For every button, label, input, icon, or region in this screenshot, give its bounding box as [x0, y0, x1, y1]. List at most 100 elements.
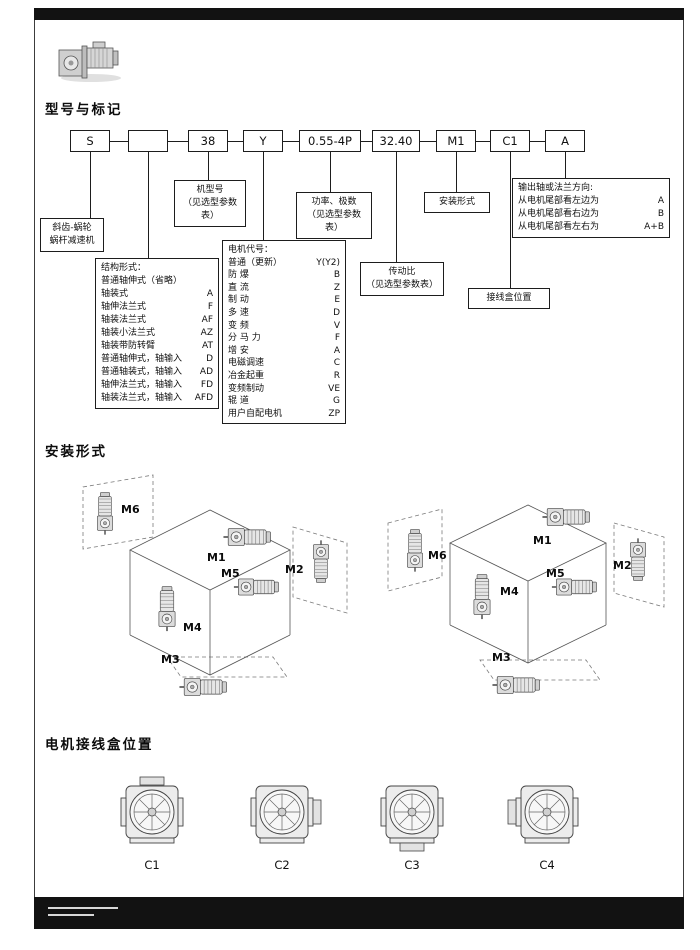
terminal-position-label: C3 — [404, 858, 420, 872]
model-code-box-motor: Y — [243, 130, 283, 152]
callout-line: （见选型参数表） — [306, 210, 361, 233]
mounting-label-m5: M5 — [546, 567, 565, 580]
mounting-label-m6: M6 — [428, 549, 447, 562]
callout-line: 蜗杆减速机 — [49, 236, 95, 246]
leader-line — [330, 152, 331, 192]
row-label: 轴装法兰式，轴输入 — [101, 393, 183, 403]
header-bar — [34, 8, 684, 20]
connector-line — [530, 141, 545, 142]
row-code: R — [333, 370, 340, 381]
mounting-label-m1: M1 — [207, 551, 226, 564]
terminal-position-label: C1 — [144, 858, 160, 872]
row-label: 变 频 — [228, 320, 249, 331]
section-title-terminal: 电机接线盒位置 — [45, 737, 154, 753]
row-label: 轴装法兰式 — [101, 315, 147, 325]
callout-direction: 输出轴或法兰方向: 从电机尾部看左边为 A 从电机尾部看右边为 B 从电机尾部看… — [512, 178, 670, 238]
model-code-box-ratio: 32.40 — [372, 130, 420, 152]
connector-line — [420, 141, 436, 142]
row-label: 普通轴伸式（省略） — [101, 276, 183, 286]
row-label: 轴装带防转臂 — [101, 341, 156, 351]
callout-line: （见选型参数表） — [182, 198, 237, 221]
row-code: E — [334, 295, 340, 306]
row-code: A — [206, 289, 213, 299]
motor-view-c4 — [507, 785, 579, 844]
callout-line: （见选型参数表） — [366, 280, 439, 290]
row-label: 轴装小法兰式 — [101, 328, 156, 338]
row-label: 分 马 力 — [228, 333, 261, 344]
callout-line: 机型号 — [196, 185, 224, 195]
mounting-label-m4: M4 — [500, 585, 519, 598]
mounting-label-m4: M4 — [183, 621, 202, 634]
row-label: 从电机尾部看左边为 — [518, 196, 600, 206]
mounting-label-m5: M5 — [221, 567, 240, 580]
callout-line: 安装形式 — [438, 197, 475, 207]
row-code: FD — [200, 380, 213, 390]
mounting-diagram-right: M6 M1 M5 M4 M2 M3 — [387, 504, 665, 695]
row-code: F — [334, 333, 340, 344]
connector-line — [476, 141, 490, 142]
row-code: AFD — [194, 393, 213, 403]
callout-title: 电机代号： — [228, 245, 274, 255]
structure-row: 轴装法兰式，轴输入 AFD — [101, 392, 213, 405]
footer-text-mark — [48, 907, 118, 909]
callout-line: 接线盒位置 — [486, 293, 532, 303]
row-label: 轴伸法兰式 — [101, 302, 147, 312]
callout-reducer-type: 斜齿-蜗轮 蜗杆减速机 — [40, 218, 104, 252]
direction-row: 从电机尾部看右边为 B — [518, 208, 664, 221]
row-label: 制 动 — [228, 295, 249, 306]
model-code-box-power: 0.55-4P — [299, 130, 361, 152]
row-code: A — [333, 345, 340, 356]
row-label: 冶金起重 — [228, 370, 265, 381]
row-label: 轴装式 — [101, 289, 129, 299]
callout-power-poles: 功率、极数 （见选型参数表） — [296, 192, 372, 239]
mounting-label-m1: M1 — [533, 534, 552, 547]
connector-line — [361, 141, 372, 142]
row-code: B — [333, 270, 340, 281]
row-code: A — [657, 196, 664, 206]
connector-line — [110, 141, 128, 142]
row-label: 从电机尾部看左右为 — [518, 222, 600, 232]
callout-line: 传动比 — [388, 267, 416, 277]
row-label: 电磁调速 — [228, 358, 265, 369]
leader-line — [148, 152, 149, 258]
terminal-position-label: C4 — [539, 858, 555, 872]
model-code-box-structure — [128, 130, 168, 152]
callout-line: 斜齿-蜗轮 — [52, 223, 92, 233]
connector-line — [168, 141, 188, 142]
row-label: 直 流 — [228, 282, 249, 293]
terminal-position-label: C2 — [274, 858, 290, 872]
model-code-box-size: 38 — [188, 130, 228, 152]
row-code: G — [333, 396, 340, 407]
leader-line — [396, 152, 397, 262]
structure-row: 普通轴伸式（省略） — [101, 275, 213, 288]
row-label: 用户自配电机 — [228, 408, 283, 419]
footer-text-mark — [48, 914, 94, 916]
row-code: VE — [328, 383, 340, 394]
row-code: F — [207, 302, 213, 312]
callout-frame-size: 机型号 （见选型参数表） — [174, 180, 246, 227]
row-label: 防 爆 — [228, 270, 249, 281]
footer-bar — [34, 897, 684, 929]
row-label: 普通（更新） — [228, 257, 283, 268]
callout-mounting: 安装形式 — [424, 192, 490, 213]
leader-line — [565, 152, 566, 178]
motor-code-row: 普通（更新）Y(Y2) — [228, 257, 340, 270]
row-code: D — [206, 354, 213, 364]
